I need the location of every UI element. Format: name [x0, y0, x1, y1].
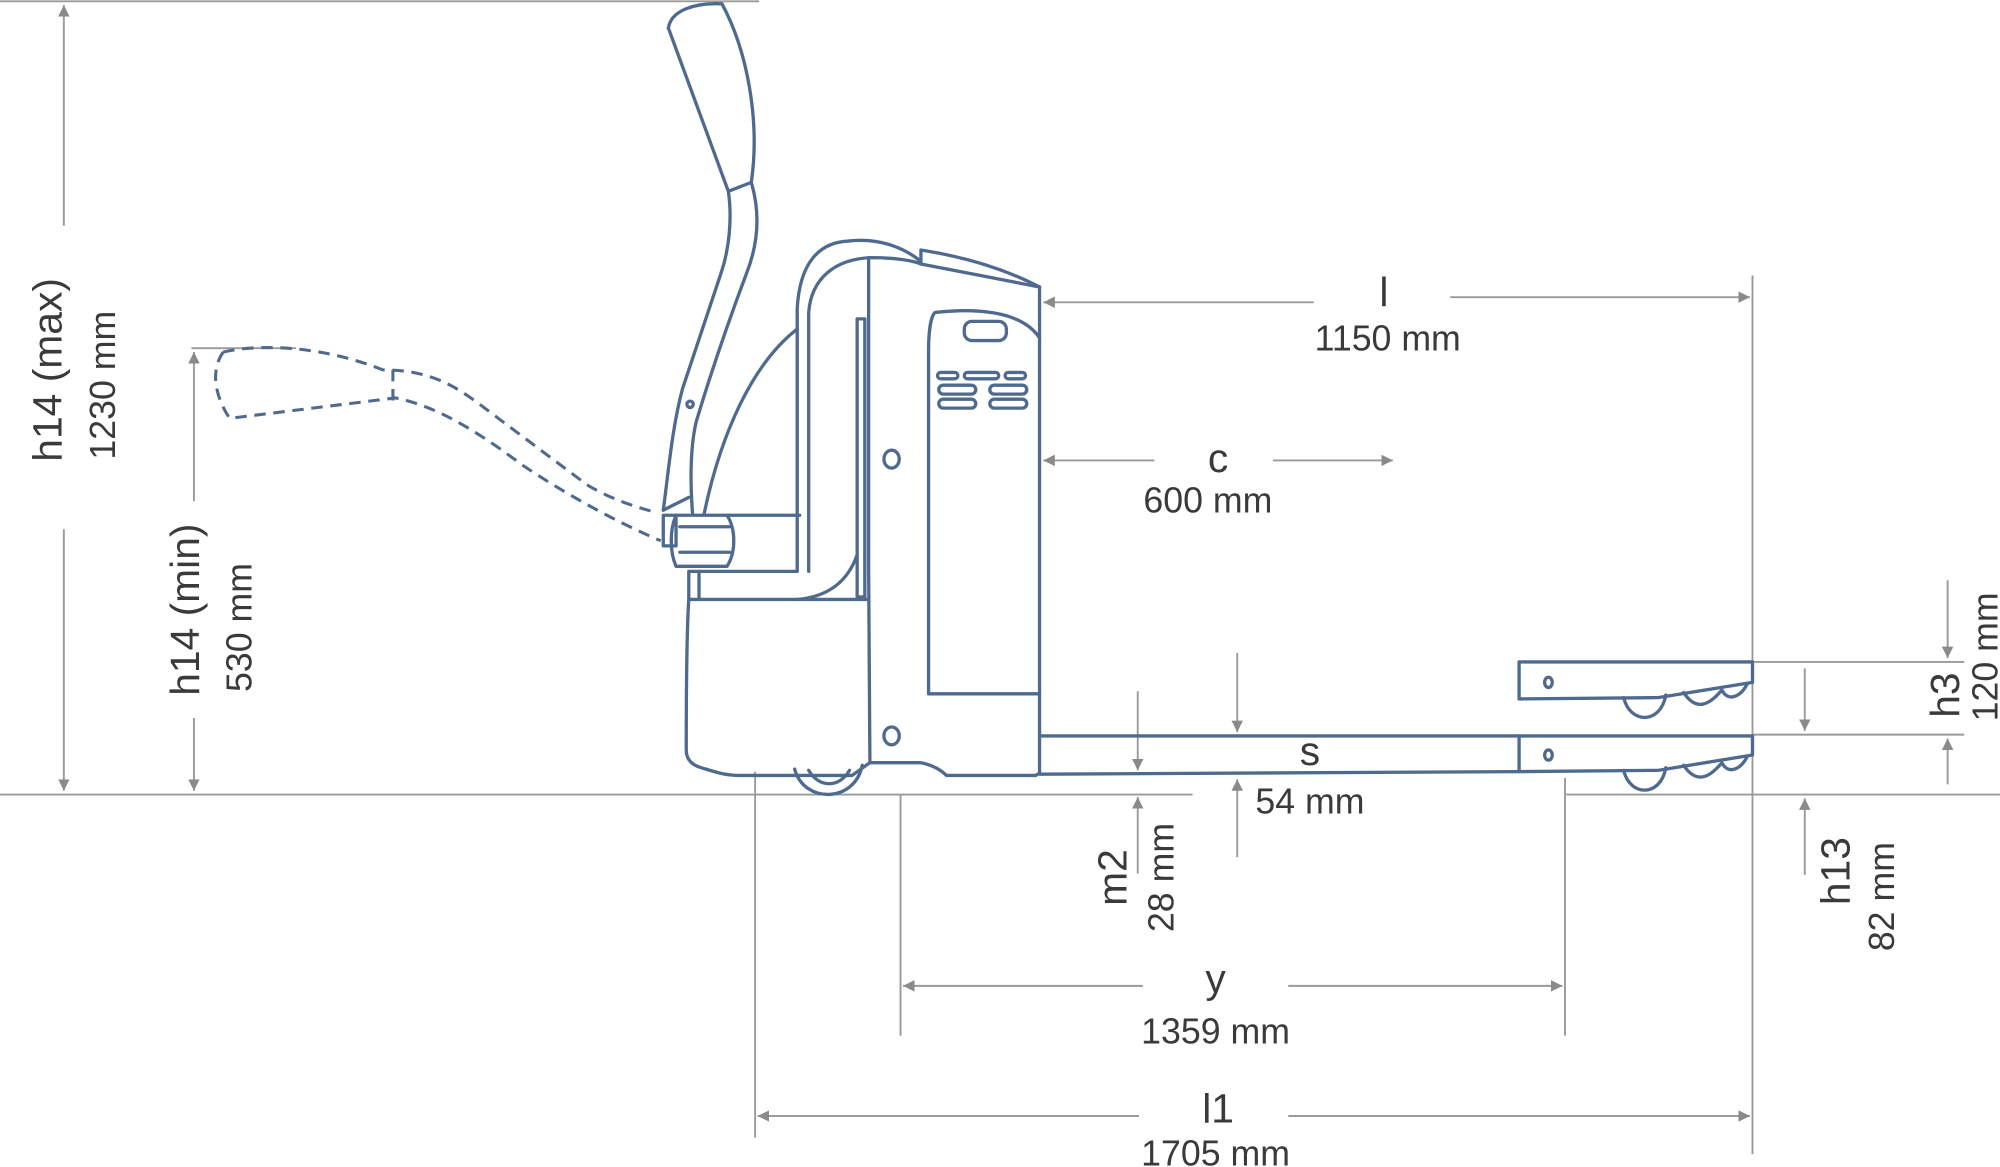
l1-value: 1705 mm	[1141, 1134, 1290, 1167]
m2-value: 28 mm	[1141, 823, 1181, 932]
s-value: 54 mm	[1255, 782, 1364, 822]
h13-value: 82 mm	[1862, 842, 1902, 951]
h3-symbol: h3	[1922, 672, 1968, 717]
l-value: 1150 mm	[1315, 319, 1461, 359]
m2-symbol: m2	[1089, 849, 1135, 906]
pallet-truck-outline	[214, 2, 1755, 797]
c-symbol: c	[1208, 435, 1228, 481]
h14-min-symbol: h14 (min)	[162, 523, 208, 695]
h14-max-symbol: h14 (max)	[24, 278, 70, 462]
c-value: 600 mm	[1143, 481, 1272, 521]
y-value: 1359 mm	[1141, 1011, 1290, 1051]
y-symbol: y	[1205, 955, 1226, 1001]
h14-min-value: 530 mm	[219, 563, 259, 692]
s-symbol: s	[1300, 728, 1320, 774]
h13-symbol: h13	[1812, 837, 1858, 905]
h3-value: 120 mm	[1965, 592, 2000, 721]
l1-symbol: l1	[1202, 1085, 1234, 1131]
h14-max-value: 1230 mm	[83, 311, 123, 460]
dimension-arrows	[58, 5, 1954, 1122]
l-symbol: l	[1379, 269, 1388, 315]
